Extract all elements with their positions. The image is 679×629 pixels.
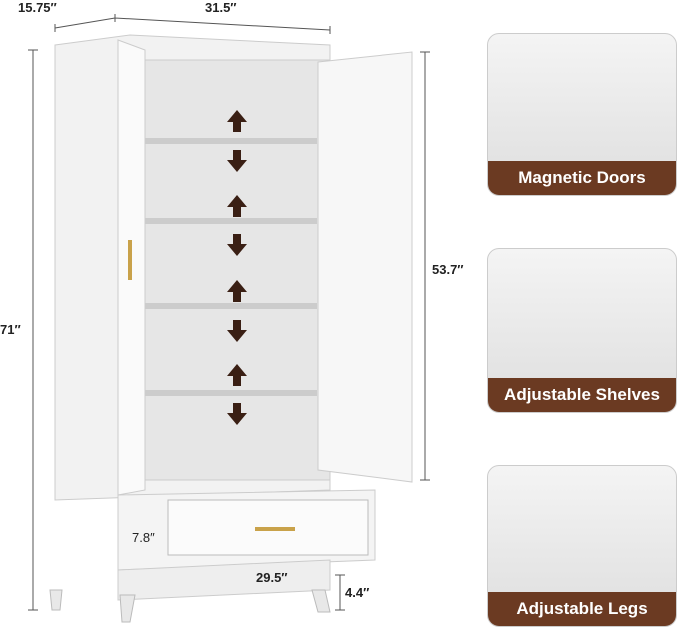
leg-height-label: 4.4″: [345, 585, 370, 600]
inner-height-label: 53.7″: [432, 262, 464, 277]
feature-magnetic-doors: Magnetic Doors: [487, 33, 677, 196]
feature-caption: Magnetic Doors: [488, 161, 676, 195]
feature-caption: Adjustable Shelves: [488, 378, 676, 412]
depth-label: 15.75″: [18, 0, 57, 15]
drawer-width-label: 29.5″: [256, 570, 288, 585]
width-label: 31.5″: [205, 0, 237, 15]
feature-adjustable-shelves: Adjustable Shelves: [487, 248, 677, 413]
height-label: 71″: [0, 322, 21, 337]
feature-adjustable-legs: Adjustable Legs: [487, 465, 677, 627]
feature-caption: Adjustable Legs: [488, 592, 676, 626]
drawer-depth-label: 7.8″: [132, 530, 155, 545]
